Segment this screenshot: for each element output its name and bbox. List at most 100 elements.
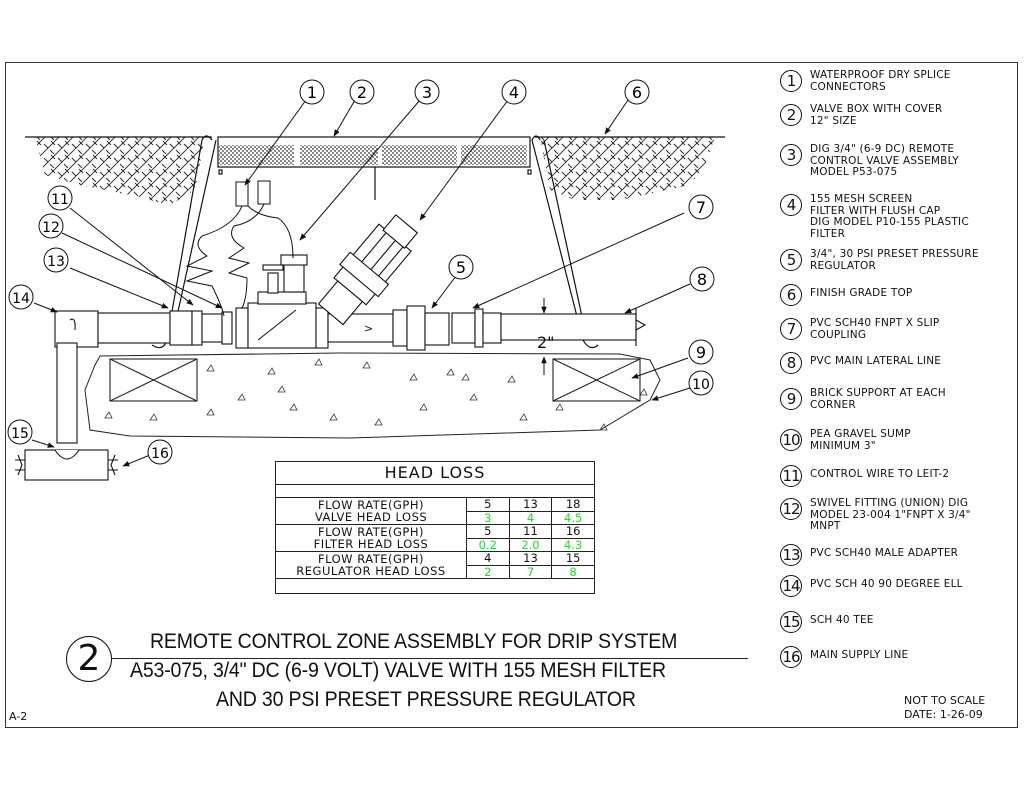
callout-15: 15 [7,419,33,445]
control-wires [185,180,294,317]
loss-value: 2.0 [508,537,553,552]
legend-text: FINISH GRADE TOP [810,287,913,299]
legend-number: 1 [780,70,802,92]
svg-text:14: 14 [12,291,30,307]
legend-number: 2 [780,104,802,126]
flow-value: 13 [508,497,553,512]
svg-text:15: 15 [11,426,29,442]
legend-item: 15 SCH 40 TEE [780,611,874,633]
flow-value: 4 [466,551,510,566]
loss-value: 0.2 [466,537,510,552]
flow-value: 16 [551,524,595,539]
legend-text: CONTROL WIRE TO LEIT-2 [810,468,950,480]
table-spacer [275,578,595,594]
legend-number: 16 [780,646,802,668]
svg-text:11: 11 [51,192,69,208]
brick-right [552,358,641,402]
callout-12: 12 [38,213,64,239]
table-row: 2 7 8 [276,564,595,579]
callout-16: 16 [147,439,173,465]
loss-value: 4.5 [551,510,595,525]
legend-text: PVC SCH40 MALE ADAPTER [810,547,959,559]
flow-value: 15 [551,551,595,566]
legend-number: 14 [780,575,802,597]
legend-item: 4 155 MESH SCREEN FILTER WITH FLUSH CAP D… [780,193,969,240]
sheet-id: A-2 [9,710,28,723]
title-line-1: REMOTE CONTROL ZONE ASSEMBLY FOR DRIP SY… [150,630,678,653]
legend-text: WATERPROOF DRY SPLICE CONNECTORS [810,69,951,93]
pipe-assembly: > [15,214,647,481]
table-row: 0.2 2.0 4.3 [276,537,595,552]
flow-value: 11 [508,524,553,539]
soil-left [25,136,212,205]
callout-8: 8 [689,266,715,292]
legend-number: 9 [780,388,802,410]
flow-label: FLOW RATE(GPH) [318,524,424,539]
svg-text:3: 3 [422,83,432,102]
scale-note: NOT TO SCALE [904,694,986,707]
svg-text:9: 9 [696,343,706,362]
callout-10: 10 [688,370,714,396]
flow-value: 13 [508,551,553,566]
loss-label: FILTER HEAD LOSS [313,537,429,551]
legend-item: 6 FINISH GRADE TOP [780,284,912,306]
leader-lines [31,99,691,467]
callout-4: 4 [501,79,527,105]
gravel-sump [84,352,661,439]
legend-item: 1 WATERPROOF DRY SPLICE CONNECTORS [780,69,951,93]
flow-label: FLOW RATE(GPH) [318,497,424,512]
svg-text:4: 4 [509,83,519,102]
table-row: FLOW RATE(GPH)FILTER HEAD LOSS 5 11 16 [275,524,595,552]
legend-text: PVC SCH40 FNPT X SLIP COUPLING [810,317,940,341]
legend-item: 16 MAIN SUPPLY LINE [780,646,908,668]
flow-value: 5 [466,524,510,539]
callout-9: 9 [688,339,714,365]
legend-number: 10 [780,429,802,451]
table-caption: HEAD LOSS [275,461,595,485]
svg-text:2: 2 [357,83,367,102]
drawing-frame [5,62,1018,728]
loss-value: 7 [508,564,553,579]
legend-text: SCH 40 TEE [810,614,874,626]
loss-label: REGULATOR HEAD LOSS [296,564,446,578]
legend-item: 2 VALVE BOX WITH COVER 12" SIZE [780,103,943,127]
legend-number: 6 [780,284,802,306]
callout-2: 2 [349,79,375,105]
legend-number: 15 [780,611,802,633]
title-line-2: A53-075, 3/4" DC (6-9 VOLT) VALVE WITH 1… [130,659,666,682]
date-note: DATE: 1-26-09 [904,708,983,721]
legend-text: SWIVEL FITTING (UNION) DIG MODEL 23-004 … [810,497,971,532]
legend-text: VALVE BOX WITH COVER 12" SIZE [810,103,943,127]
valve-box [151,135,599,349]
loss-value: 4 [508,510,553,525]
callout-6: 6 [624,79,650,105]
legend-text: 155 MESH SCREEN FILTER WITH FLUSH CAP DI… [810,193,969,240]
svg-text:5: 5 [456,258,466,277]
callout-14: 14 [8,284,34,310]
legend-text: MAIN SUPPLY LINE [810,649,909,661]
flow-value: 5 [466,497,510,512]
svg-text:1: 1 [307,83,317,102]
flow-value: 18 [551,497,595,512]
legend-number: 4 [780,194,802,216]
legend-text: 3/4", 30 PSI PRESET PRESSURE REGULATOR [810,248,979,272]
table-row: FLOW RATE(GPH)VALVE HEAD LOSS 5 13 18 [275,497,595,525]
head-loss-table: HEAD LOSS FLOW RATE(GPH)VALVE HEAD LOSS … [275,461,595,594]
svg-text:6: 6 [632,83,642,102]
brick-left [109,358,198,402]
loss-value: 4.3 [551,537,595,552]
drawing-notes: NOT TO SCALE DATE: 1-26-09 [904,694,985,722]
callout-13: 13 [43,247,69,273]
dimension-label: 2" [537,333,555,352]
callout-7: 7 [688,194,714,220]
legend-text: PVC MAIN LATERAL LINE [810,355,942,367]
table-spacer [275,484,595,498]
